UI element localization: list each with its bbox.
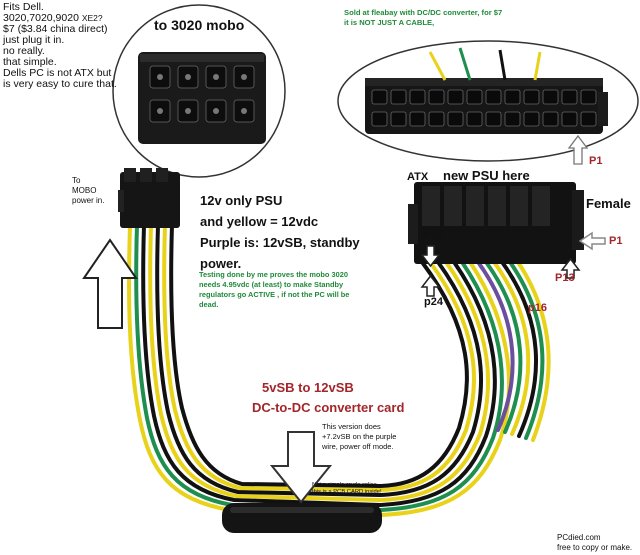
- sold-note-line: it is NOT JUST A CABLE,: [344, 18, 435, 27]
- pin-p1-top-label: P1: [589, 155, 603, 167]
- p24-up-arrow: [420, 274, 441, 297]
- note-line: Fits Dell.: [3, 1, 44, 13]
- credit: PCdied.com free to copy or make.: [557, 533, 632, 553]
- p13-up-arrow: [560, 257, 581, 279]
- to-mobo-label: To MOBO power in.: [72, 176, 104, 206]
- xe2-note: XE2?: [81, 13, 103, 23]
- mobo-8pin-zoom-connector: [138, 52, 266, 144]
- wire-bundle: [127, 223, 551, 518]
- note-line-models: 3020,7020,9020: [3, 12, 79, 24]
- atx-label: ATX: [407, 171, 429, 183]
- splice-note-line: this is a PCB CARD inside!: [312, 489, 382, 495]
- sold-note-line: Sold at fleabay with DC/DC converter, fo…: [344, 8, 503, 17]
- atx-zoom-wire-stubs: [428, 47, 542, 81]
- mobo-connector-label: to 3020 mobo: [154, 17, 245, 33]
- converter-title-line2: DC-to-DC converter card: [252, 400, 405, 415]
- to-mobo-line: To: [72, 176, 81, 185]
- p12-down-arrow: [420, 245, 441, 268]
- testing-note-line: regulators go ACTIVE , if not the PC wil…: [199, 290, 350, 299]
- to-mobo-line: power in.: [72, 196, 105, 205]
- testing-note: Testing done by me proves the mobo 3020 …: [199, 270, 349, 310]
- testing-note-line: dead.: [199, 300, 219, 309]
- note-line: is very easy to cure that.: [3, 78, 117, 90]
- note-line: 3020,7020,9020 XE2?: [3, 13, 117, 24]
- credit-license: free to copy or make.: [557, 543, 633, 552]
- note-line: Dells PC is not ATX but: [3, 67, 112, 79]
- psu-info-line: and yellow = 12vdc: [200, 214, 319, 229]
- new-psu-label: new PSU here: [443, 168, 530, 183]
- note-line: $7 ($3.84 china direct): [3, 23, 108, 35]
- converter-sleeve: [222, 503, 382, 533]
- testing-note-line: Testing done by me proves the mobo 3020: [199, 270, 348, 279]
- psu-info-line: Purple is: 12vSB, standby: [200, 235, 360, 250]
- atx-24pin-zoom-connector: [365, 78, 608, 134]
- version-note-line: wire, power off mode.: [322, 442, 394, 451]
- psu-info-line: power.: [200, 256, 242, 271]
- splice-note-line: Not a simple crude splice: [312, 482, 377, 488]
- psu-info-line: 12v only PSU: [200, 193, 283, 208]
- pin-p1-side-label: P1: [609, 235, 623, 247]
- to-mobo-line: MOBO: [72, 186, 97, 195]
- pin-p13-label: P13: [555, 272, 575, 284]
- mobo-8pin-cable-connector: [118, 168, 180, 228]
- note-line: no really.: [3, 45, 45, 57]
- fits-dell-notes: Fits Dell. 3020,7020,9020 XE2? $7 ($3.84…: [3, 2, 117, 90]
- pin-p12-label: p12: [424, 228, 443, 240]
- converter-title-line1: 5vSB to 12vSB: [262, 380, 354, 395]
- pin-p24-label: p24: [424, 296, 443, 308]
- note-line: just plug it in.: [3, 34, 65, 46]
- pcb-splice-note: Not a simple crude splice this is a PCB …: [312, 482, 382, 496]
- psu-info: 12v only PSU and yellow = 12vdc Purple i…: [200, 190, 360, 274]
- note-line: that simple.: [3, 56, 57, 68]
- version-note-line: This version does: [322, 422, 381, 431]
- credit-site: PCdied.com: [557, 533, 601, 542]
- version-note-line: +7.2vSB on the purple: [322, 432, 397, 441]
- sold-note: Sold at fleabay with DC/DC converter, fo…: [344, 8, 502, 28]
- atx-24pin-cable-connector: [408, 182, 584, 264]
- p1-side-left-arrow: [578, 231, 606, 251]
- female-label: Female: [586, 196, 631, 211]
- testing-note-line: needs 4.95vdc (at least) to make Standby: [199, 280, 344, 289]
- pin-p16-label: p16: [528, 302, 547, 314]
- to-mobo-up-arrow: [82, 238, 138, 329]
- converter-version-note: This version does +7.2vSB on the purple …: [322, 422, 396, 452]
- p1-top-arrow: [567, 134, 589, 165]
- converter-down-arrow: [269, 431, 333, 504]
